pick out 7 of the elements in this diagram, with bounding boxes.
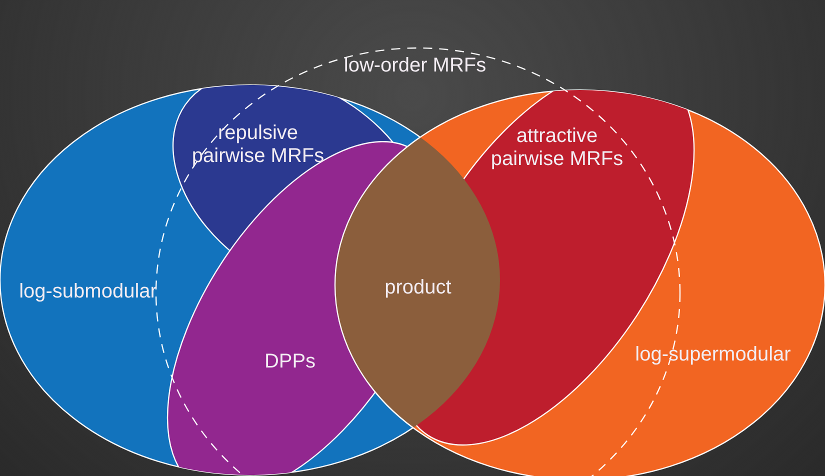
region-label: log-supermodular xyxy=(635,344,791,366)
region-label: low-order MRFs xyxy=(344,54,486,78)
region-label: DPPs xyxy=(264,350,316,374)
region-label: log-submodular xyxy=(19,280,157,304)
region-label: product xyxy=(384,276,452,300)
region-label: repulsive pairwise MRFs xyxy=(183,122,333,168)
region-label: attractive pairwise MRFs xyxy=(482,125,632,171)
